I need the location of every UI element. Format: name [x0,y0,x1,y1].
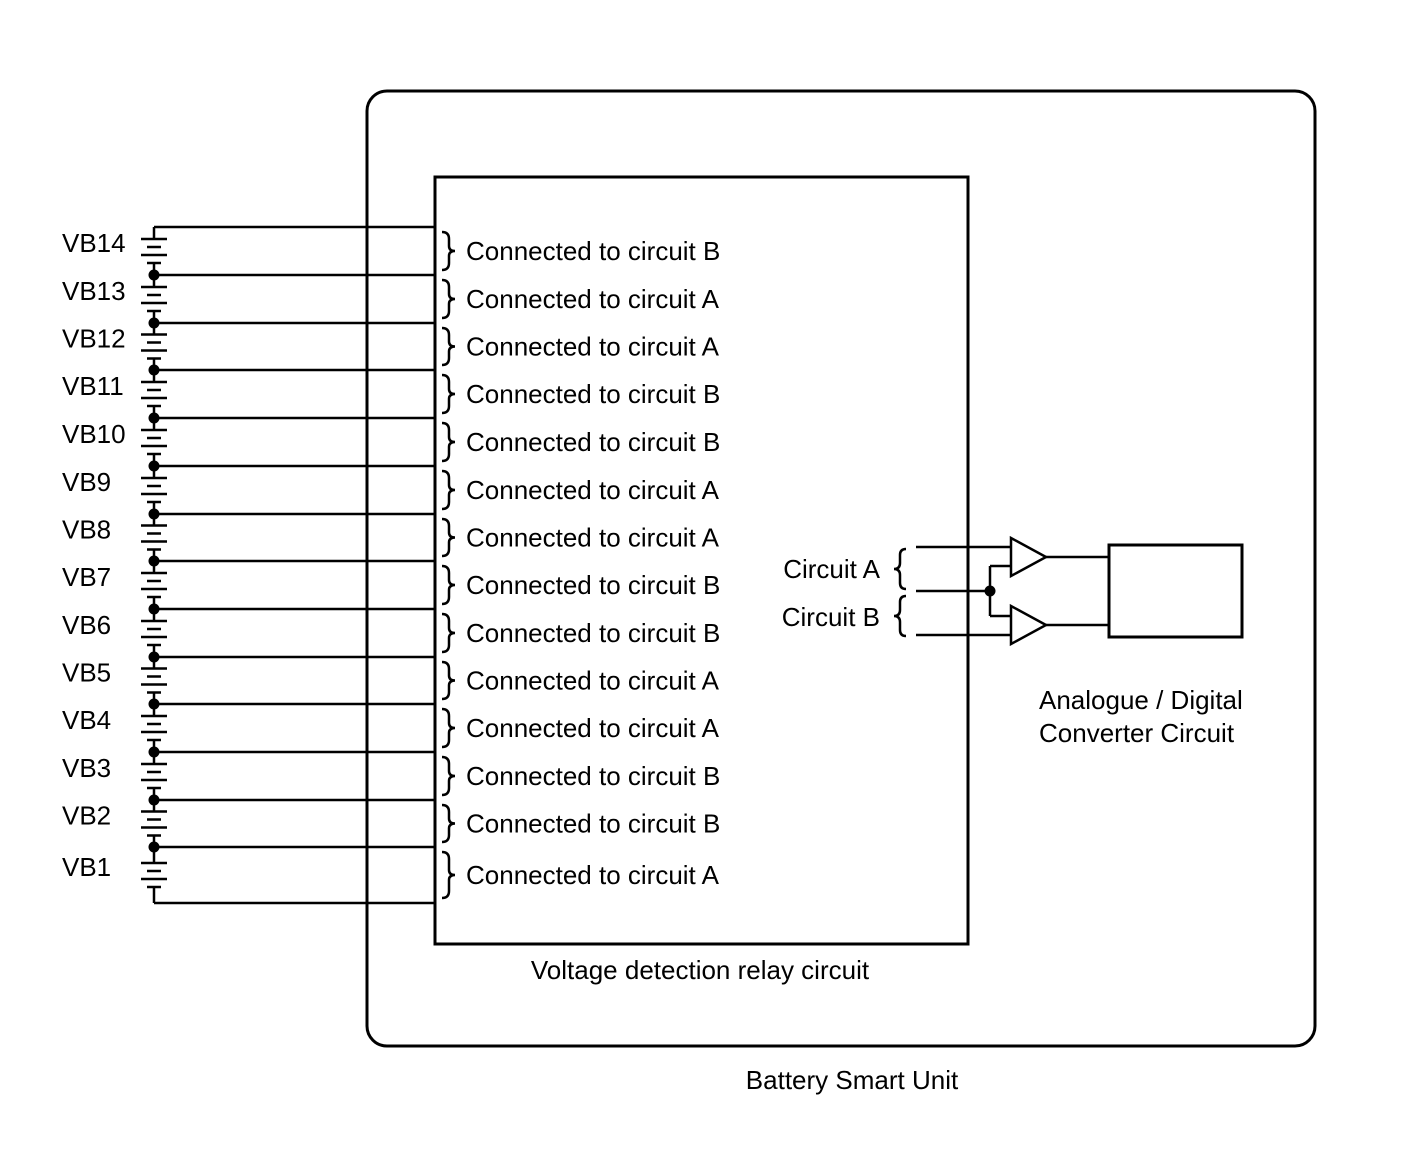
cell-label: VB8 [62,515,111,545]
connection-label: Connected to circuit A [466,523,720,553]
connection-brace [441,612,456,654]
connection-label: Connected to circuit A [466,666,720,696]
cell-label: VB13 [62,276,126,306]
connection-brace [441,755,456,797]
cell-label: VB14 [62,228,126,258]
connection-brace [441,230,456,272]
amplifier-b-icon [1009,603,1049,647]
connection-label: Connected to circuit A [466,713,720,743]
connection-brace [441,517,456,558]
connection-brace [441,326,456,367]
connection-label: Connected to circuit B [466,570,720,600]
circuit-b-label: Circuit B [782,602,880,632]
cell-label: VB10 [62,419,126,449]
connection-brace [441,421,456,463]
connection-label: Connected to circuit A [466,475,720,505]
connection-brace [441,707,456,749]
cell-label: VB9 [62,467,111,497]
cell-label: VB4 [62,705,111,735]
connection-brace [441,660,456,701]
connection-label: Connected to circuit B [466,236,720,266]
adc-label-line2: Converter Circuit [1039,718,1235,748]
connection-label: Connected to circuit B [466,427,720,457]
connection-label: Connected to circuit B [466,809,720,839]
connection-brace [441,850,456,900]
connection-label: Connected to circuit A [466,860,720,890]
connection-label: Connected to circuit A [466,284,720,314]
circuit-b-brace [893,594,907,638]
cell-label: VB5 [62,658,111,688]
connection-brace [441,469,456,511]
common-junction-dot [984,585,996,597]
connection-label: Connected to circuit B [466,618,720,648]
circuit-input-section: Circuit A Circuit B [782,535,1109,647]
connection-brace [441,564,456,606]
cell-label: VB7 [62,562,111,592]
cell-label: VB6 [62,610,111,640]
cell-label: VB3 [62,753,111,783]
relay-circuit-label: Voltage detection relay circuit [531,955,870,985]
cell-label: VB1 [62,852,111,882]
connection-label: Connected to circuit B [466,379,720,409]
connection-brace [441,803,456,844]
amplifier-a-icon [1009,535,1049,579]
cell-label: VB2 [62,801,111,831]
connection-label: Connected to circuit A [466,332,720,362]
adc-box [1107,543,1244,639]
connection-label: Connected to circuit B [466,761,720,791]
battery-smart-unit-box [365,89,1317,1048]
cell-label: VB12 [62,324,126,354]
cell-label: VB11 [62,371,124,401]
battery-smart-unit-label: Battery Smart Unit [746,1065,959,1095]
connection-brace [441,278,456,320]
connection-brace [441,373,456,415]
circuit-a-label: Circuit A [783,554,880,584]
adc-label-line1: Analogue / Digital [1039,685,1243,715]
circuit-a-brace [893,547,907,591]
